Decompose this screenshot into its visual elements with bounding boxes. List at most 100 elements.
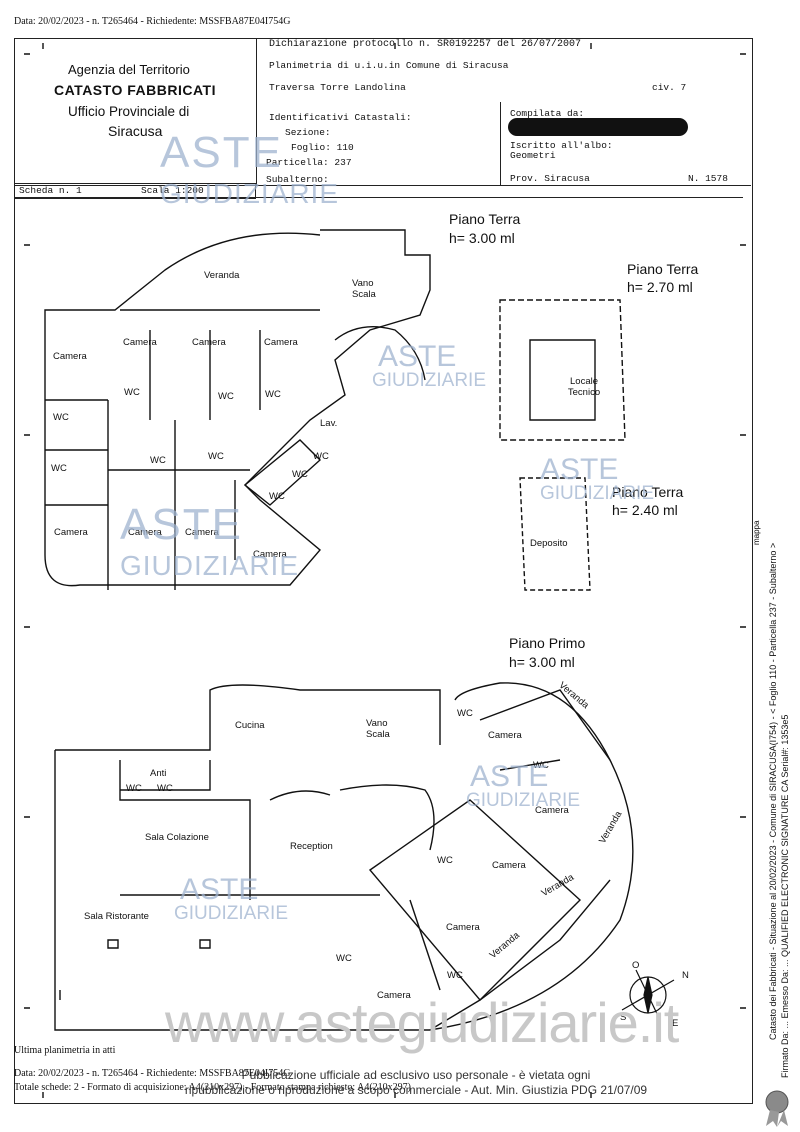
- watermark-aste: ASTE: [540, 453, 619, 486]
- room-reception: Reception: [290, 841, 333, 852]
- pp-height: h= 3.00 ml: [509, 654, 575, 670]
- iscrizione-number: N. 1578: [688, 173, 728, 184]
- compass-s: S: [620, 1012, 627, 1023]
- compilata: Compilata da:: [510, 108, 585, 119]
- side-text-signature: Firmato Da: ... Emesso Da: ... QUALIFIED…: [780, 714, 790, 1078]
- identificativi: Identificativi Catastali:: [269, 112, 412, 123]
- watermark-giudiziarie: GIUDIZIARIE: [120, 550, 300, 581]
- watermark-aste: ASTE: [120, 500, 243, 549]
- room-camera: Camera: [185, 527, 219, 538]
- scheda-number: Scheda n. 1: [19, 185, 82, 196]
- scheda-bar: Scheda n. 1 Scala 1:200: [14, 183, 256, 199]
- room-camera: Camera: [253, 549, 287, 560]
- publication-note: Pubblicazione ufficiale ad esclusivo uso…: [176, 1068, 656, 1098]
- compass-icon: [621, 969, 675, 1021]
- top-request-line: Data: 20/02/2023 - n. T265464 - Richiede…: [14, 16, 291, 27]
- room-camera: Camera: [53, 351, 87, 362]
- room-wc: WC: [313, 451, 329, 462]
- watermark-giudiziarie: GIUDIZIARIE: [372, 370, 487, 391]
- watermark-aste: ASTE: [180, 873, 259, 906]
- room-wc: WC: [457, 708, 473, 719]
- catasto-title: CATASTO FABBRICATI: [54, 82, 216, 98]
- room-wc: WC: [126, 783, 142, 794]
- agency-box: [14, 38, 257, 185]
- agency-name: Agenzia del Territorio: [68, 62, 190, 77]
- pt1-title: Piano Terra: [449, 211, 521, 227]
- pt2-title: Piano Terra: [627, 261, 699, 277]
- website-watermark: www.astegiudiziarie.it: [165, 991, 679, 1054]
- room-wc: WC: [124, 387, 140, 398]
- provincia: Prov. Siracusa: [510, 173, 590, 184]
- compass-o: O: [632, 960, 640, 971]
- watermark-giudiziarie: GIUDIZIARIE: [540, 483, 655, 504]
- watermark-aste: ASTE: [160, 128, 283, 177]
- room-camera: Camera: [535, 805, 569, 816]
- document-frame: [14, 38, 753, 1104]
- watermark-giudiziarie: GIUDIZIARIE: [466, 790, 581, 811]
- planimetria: Planimetria di u.i.u.in Comune di Siracu…: [269, 60, 509, 71]
- room-camera: Camera: [54, 527, 88, 538]
- room-deposito: Deposito: [530, 538, 568, 549]
- pt3-height: h= 2.40 ml: [612, 502, 678, 518]
- room-camera: Camera: [264, 337, 298, 348]
- particella: Particella: 237: [266, 157, 352, 168]
- room-wc: WC: [157, 783, 173, 794]
- room-camera: Camera: [377, 990, 411, 1001]
- geometri: Geometri: [510, 150, 556, 161]
- compass-n: N: [682, 970, 689, 981]
- room-wc: WC: [437, 855, 453, 866]
- room-anti: Anti: [150, 768, 167, 779]
- watermark-aste: ASTE: [378, 340, 457, 373]
- redaction-bar: [508, 118, 688, 136]
- pp-title: Piano Primo: [509, 635, 586, 651]
- pt2-height: h= 2.70 ml: [627, 279, 693, 295]
- dichiarazione: Dichiarazione protocollo n. SR0192257 de…: [269, 39, 582, 50]
- ultima-planimetria: Ultima planimetria in atti: [14, 1045, 116, 1056]
- room-wc: WC: [533, 760, 549, 771]
- room-camera: Camera: [488, 730, 522, 741]
- side-text-catasto: Catasto dei Fabbricati - Situazione al 2…: [768, 542, 778, 1040]
- room-sala-ristorante: Sala Ristorante: [84, 911, 149, 922]
- room-sala-colazione: Sala Colazione: [145, 832, 209, 843]
- iscritto: Iscritto all'albo:: [510, 140, 613, 151]
- room-wc: WC: [447, 970, 463, 981]
- header-box: [14, 38, 751, 186]
- watermark-giudiziarie: GIUDIZIARIE: [160, 178, 340, 209]
- sezione: Sezione:: [285, 127, 331, 138]
- room-camera: Camera: [192, 337, 226, 348]
- room-veranda: Veranda: [204, 270, 240, 281]
- room-wc: WC: [208, 451, 224, 462]
- room-wc: WC: [265, 389, 281, 400]
- pt1-height: h= 3.00 ml: [449, 230, 515, 246]
- room-camera: Camera: [128, 527, 162, 538]
- seal-icon: [765, 1090, 789, 1127]
- room-wc: WC: [150, 455, 166, 466]
- address: Traversa Torre Landolina: [269, 82, 406, 93]
- room-vano-scala: Vano Scala: [352, 278, 376, 300]
- plan-top-border: [14, 197, 743, 198]
- watermark-giudiziarie: GIUDIZIARIE: [174, 903, 289, 924]
- ufficio-label: Ufficio Provinciale di: [68, 104, 190, 119]
- compass-e: E: [672, 1018, 679, 1029]
- room-wc: WC: [51, 463, 67, 474]
- room-camera: Camera: [446, 922, 480, 933]
- room-locale-tecnico: Locale Tecnico: [567, 376, 601, 398]
- footer-totale: Totale schede: 2 - Formato di acquisizio…: [14, 1082, 411, 1093]
- room-wc: WC: [53, 412, 69, 423]
- room-camera: Camera: [492, 860, 526, 871]
- side-text-mappa: mappa: [752, 520, 761, 545]
- foglio: Foglio: 110: [291, 142, 354, 153]
- room-cucina: Cucina: [235, 720, 265, 731]
- publication-note-line2: ripubblicazione o riproduzione a scopo c…: [184, 1083, 648, 1097]
- room-wc: WC: [218, 391, 234, 402]
- room-lav: Lav.: [320, 418, 338, 429]
- room-wc: WC: [336, 953, 352, 964]
- publication-note-line1: Pubblicazione ufficiale ad esclusivo uso…: [241, 1068, 591, 1082]
- room-vano-scala: Vano Scala: [366, 718, 390, 740]
- city-label: Siracusa: [108, 123, 163, 139]
- room-camera: Camera: [123, 337, 157, 348]
- header-divider: [500, 102, 501, 185]
- civico: civ. 7: [652, 82, 687, 93]
- pt3-title: Piano Terra: [612, 484, 684, 500]
